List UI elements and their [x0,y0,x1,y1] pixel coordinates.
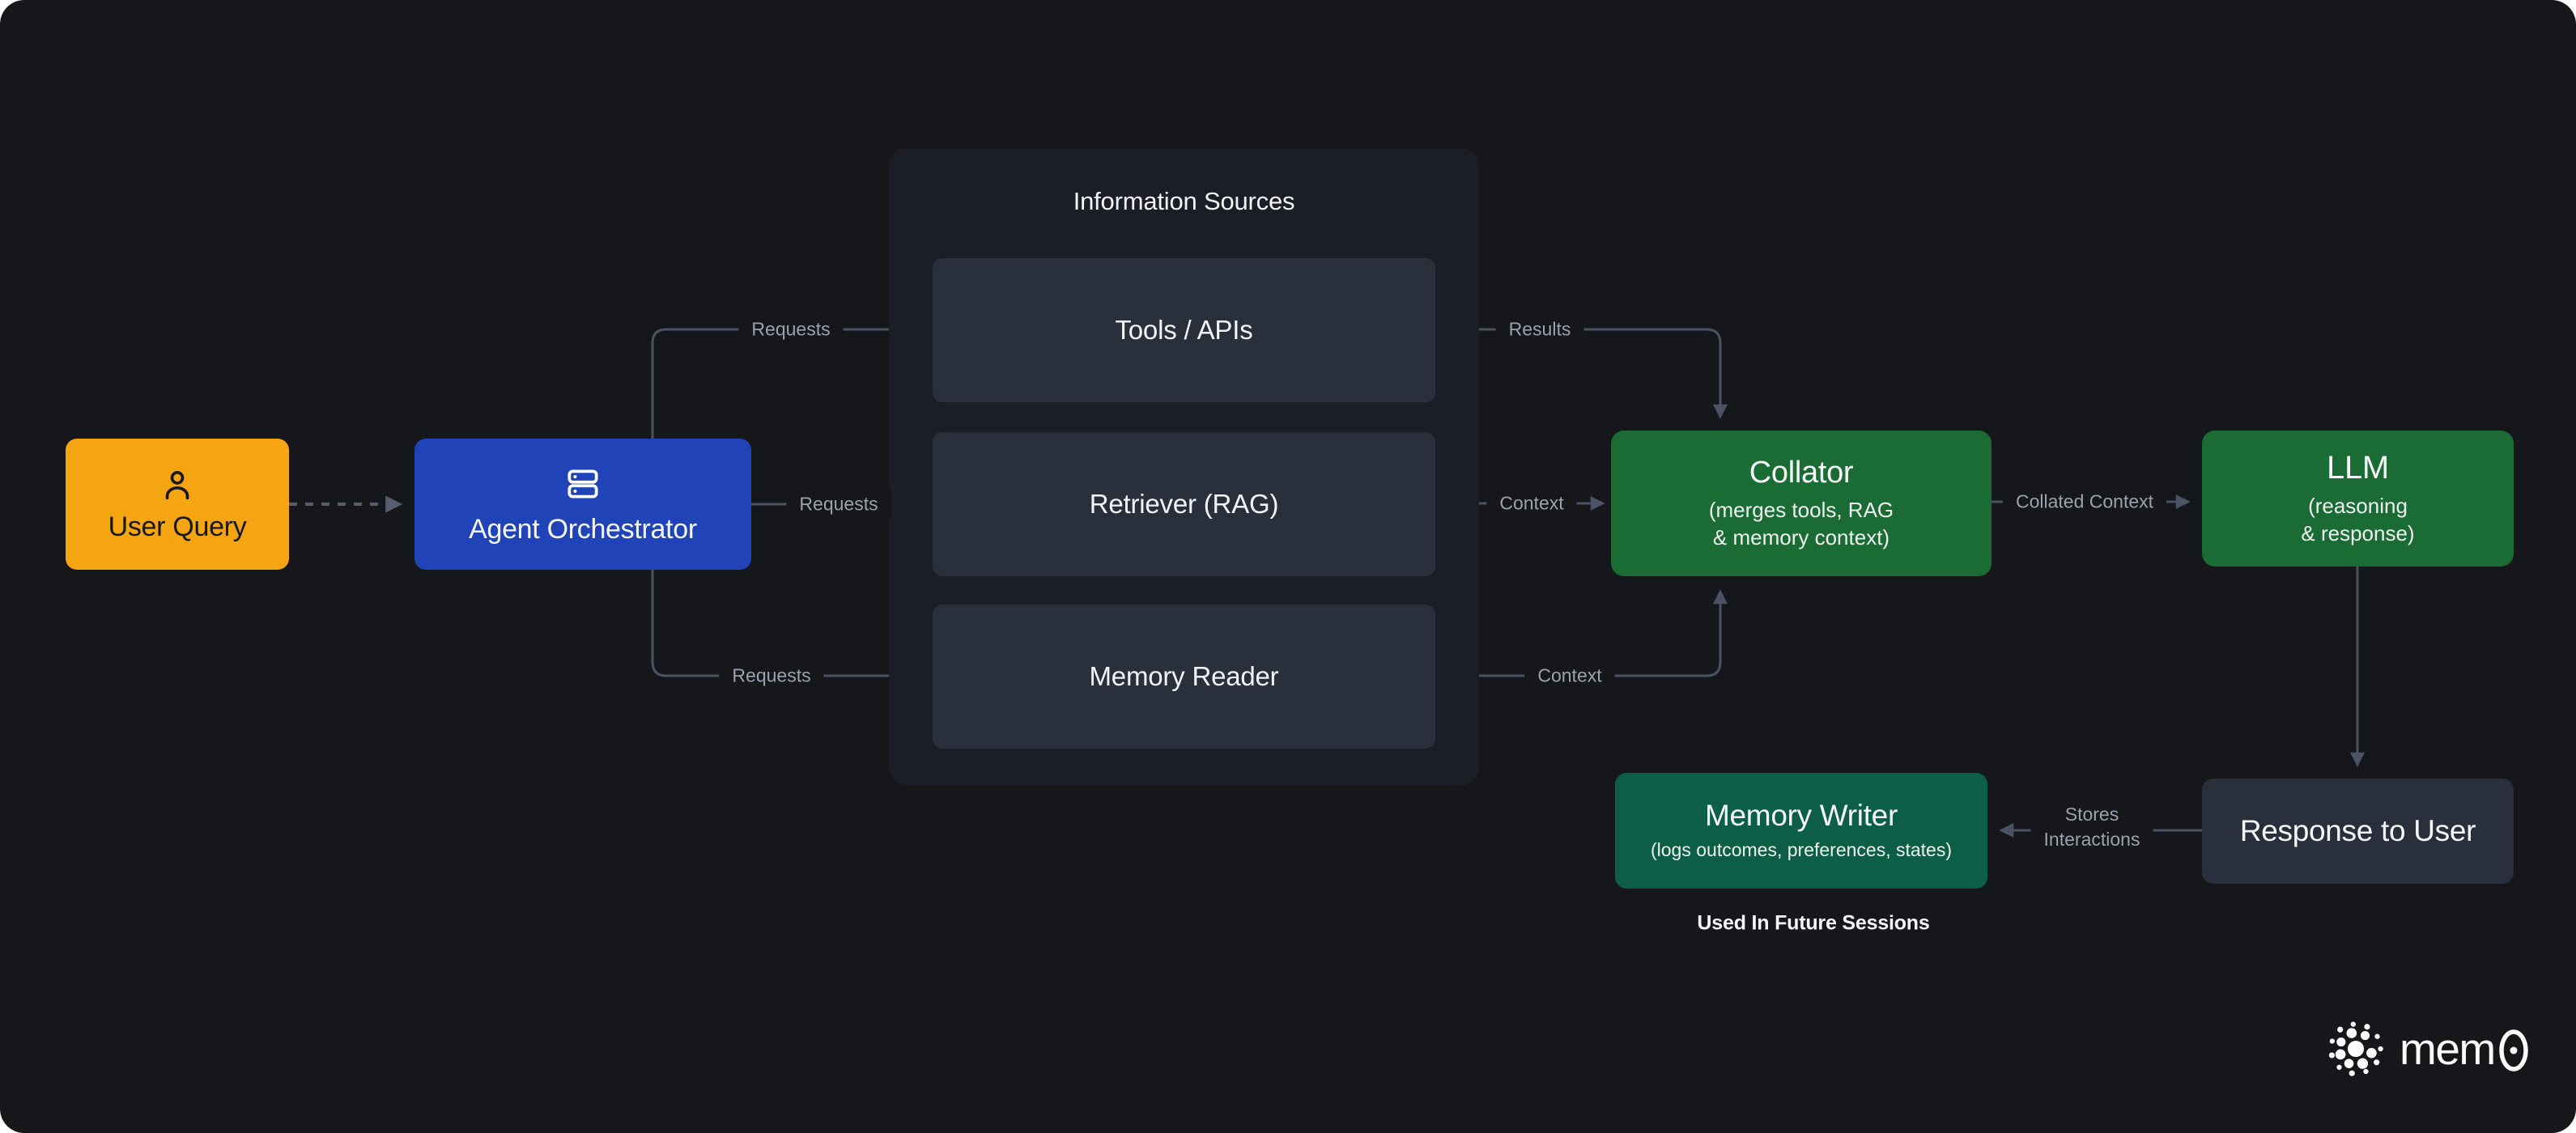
collator-title: Collator [1749,455,1854,490]
edge-requests-top [651,322,922,439]
edge-label-requests-middle: Requests [786,488,891,520]
node-retriever-rag: Retriever (RAG) [933,432,1435,576]
user-query-label: User Query [108,511,247,542]
node-memory-reader: Memory Reader [933,605,1435,749]
node-collator: Collator (merges tools, RAG & memory con… [1611,431,1992,576]
edge-label-requests-top: Requests [738,313,844,346]
collator-subtitle: (merges tools, RAG & memory context) [1708,497,1894,550]
edge-label-requests-bottom: Requests [719,660,824,692]
logo-text-prefix: mem [2400,1024,2496,1074]
user-icon [165,470,189,499]
node-user-query: User Query [66,439,289,570]
edge-label-collated-context: Collated Context [2002,486,2167,518]
llm-subtitle: (reasoning & response) [2301,493,2415,545]
memory-writer-title: Memory Writer [1705,799,1898,833]
note-used-in-future-sessions: Used In Future Sessions [1697,911,1930,935]
logo-zero-glyph [2498,1029,2528,1071]
llm-title: LLM [2327,449,2389,486]
node-agent-orchestrator: Agent Orchestrator [414,439,751,570]
memory-writer-subtitle: (logs outcomes, preferences, states) [1651,839,1952,861]
node-llm: LLM (reasoning & response) [2202,431,2514,566]
server-stack-icon [567,469,598,499]
agent-orchestrator-label: Agent Orchestrator [469,513,697,545]
node-response-to-user: Response to User [2202,779,2514,884]
logo-text: mem [2400,1023,2530,1075]
edge-label-context-retriever: Context [1486,487,1577,520]
response-to-user-label: Response to User [2239,814,2476,847]
mem0-logo: mem [2325,1018,2530,1080]
mem0-dots-mark-icon [2328,1021,2383,1076]
node-tools-apis: Tools / APIs [933,258,1435,402]
node-memory-writer: Memory Writer (logs outcomes, preference… [1615,773,1987,889]
edge-label-results: Results [1495,313,1584,346]
information-sources-panel: Information Sources Tools / APIs Retriev… [889,148,1479,785]
edge-label-context-memory: Context [1524,660,1615,692]
information-sources-title: Information Sources [1073,187,1295,215]
edge-label-stores-interactions: Stores Interactions [2030,798,2153,856]
